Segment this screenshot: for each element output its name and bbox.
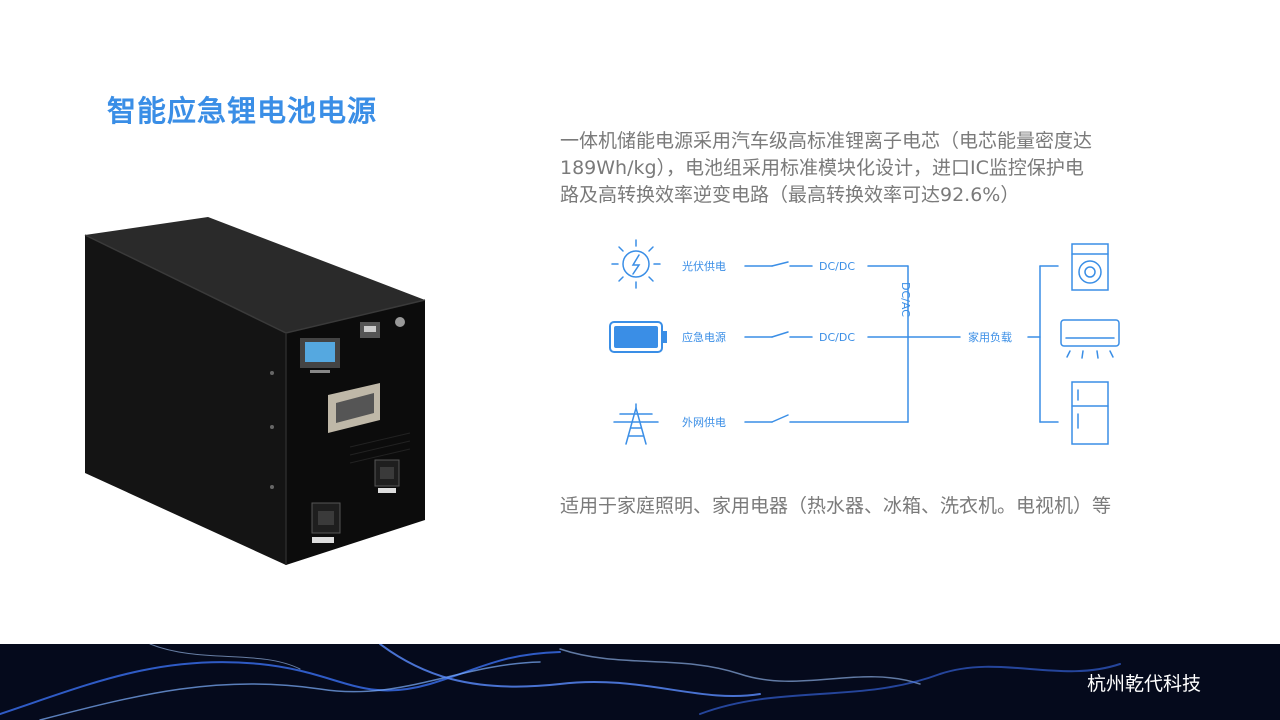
usage-text: 适用于家庭照明、家用电器（热水器、冰箱、洗衣机。电视机）等: [560, 495, 1112, 517]
dcdc-label-1: DC/DC: [819, 260, 855, 273]
source-label-emergency: 应急电源: [682, 330, 726, 344]
company-name: 杭州乾代科技: [1086, 673, 1201, 695]
air-conditioner-icon: [1060, 319, 1120, 359]
power-diagram: 光伏供电 应急电源 外网供电 DC/DC DC/DC DC/AC 家用负载: [609, 239, 1120, 445]
description: 一体机储能电源采用汽车级高标准锂离子电芯（电芯能量密度达 189Wh/kg），电…: [560, 128, 1200, 209]
battery-cabinet-image: [84, 217, 426, 565]
dcac-label: DC/AC: [899, 282, 912, 317]
refrigerator-icon: [1071, 381, 1109, 445]
footer-banner: 杭州乾代科技: [0, 644, 1280, 720]
description-line-2: 189Wh/kg），电池组采用标准模块化设计，进口IC监控保护电: [560, 157, 1084, 179]
description-line-3: 路及高转换效率逆变电路（最高转换效率可达92.6%）: [560, 184, 1020, 206]
sun-icon: [611, 239, 661, 289]
dcdc-label-2: DC/DC: [819, 331, 855, 344]
washing-machine-icon: [1071, 243, 1109, 291]
light-streaks-decoration: [0, 644, 1121, 720]
load-label: 家用负载: [968, 330, 1012, 344]
battery-icon: [609, 321, 667, 353]
source-label-grid: 外网供电: [682, 415, 726, 429]
page-title: 智能应急锂电池电源: [107, 94, 378, 128]
description-line-1: 一体机储能电源采用汽车级高标准锂离子电芯（电芯能量密度达: [560, 130, 1093, 152]
source-label-solar: 光伏供电: [682, 259, 726, 273]
power-tower-icon: [613, 403, 659, 445]
